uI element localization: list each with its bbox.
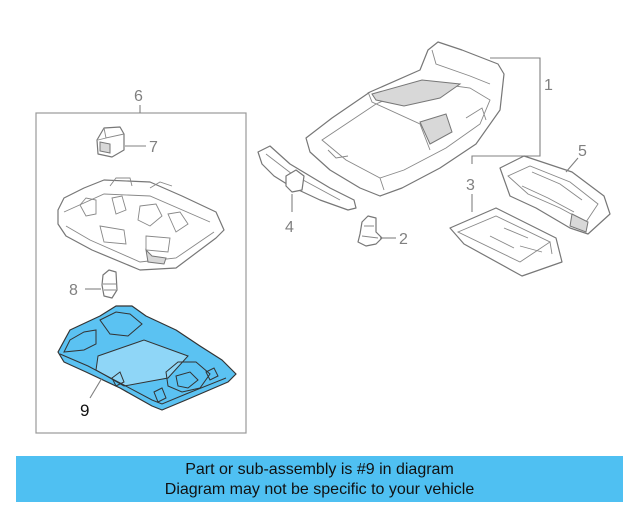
part-3-bracket	[449, 207, 563, 277]
callout-1-label: 1	[544, 77, 553, 94]
assembly-6-group-box	[35, 112, 247, 434]
part-5-curved-cover	[499, 155, 611, 235]
parts-diagram: 6 7 8 9	[35, 41, 611, 434]
callout-3-label: 3	[466, 177, 475, 194]
callout-2-label: 2	[399, 231, 408, 248]
banner-line-2: Diagram may not be specific to your vehi…	[164, 481, 475, 498]
part-1-console-frame	[305, 41, 505, 197]
callout-7-label: 7	[149, 139, 158, 156]
part-8-bulb	[101, 269, 118, 299]
callout-6-label: 6	[134, 88, 143, 105]
info-banner: Part or sub-assembly is #9 in diagram Di…	[16, 456, 623, 502]
part-9-lamp-cover-highlighted	[57, 305, 237, 411]
banner-line-1: Part or sub-assembly is #9 in diagram	[185, 461, 454, 478]
callout-8-label: 8	[69, 282, 78, 299]
callout-4-label: 4	[285, 219, 294, 236]
part-7-switch	[96, 126, 125, 158]
part-4-trim-strip	[257, 145, 357, 211]
callout-5-label: 5	[578, 143, 587, 160]
callout-9-leader	[89, 377, 103, 399]
callout-9-label: 9	[80, 401, 89, 420]
part-2-clip	[357, 215, 383, 247]
callout-5-leader	[565, 157, 579, 173]
part-6-lamp-housing	[57, 177, 225, 271]
callout-1-leader	[471, 57, 541, 164]
